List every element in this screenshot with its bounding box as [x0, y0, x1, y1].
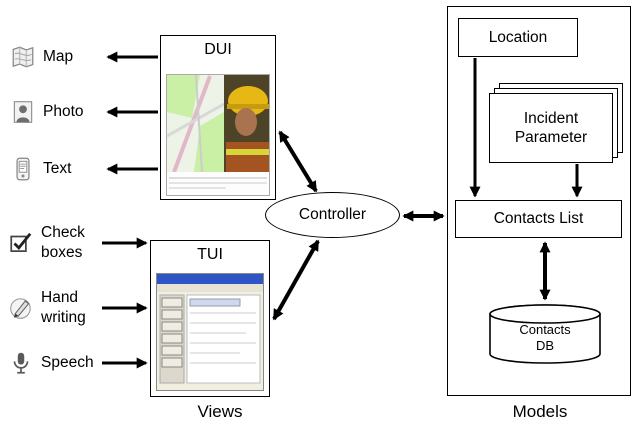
arrow-tui-controller [272, 239, 320, 321]
io-item-label: Speech [41, 353, 94, 371]
location-box: Location [458, 18, 578, 57]
microphone-icon [8, 350, 34, 376]
io-item-map: Map [10, 43, 73, 71]
dui-box: DUI [160, 35, 276, 200]
io-item-speech: Speech [8, 349, 94, 377]
dui-screenshot [166, 74, 270, 196]
location-label: Location [488, 28, 548, 46]
io-item-label: Check boxes [41, 223, 85, 261]
views-caption: Views [197, 402, 243, 421]
models-caption: Models [512, 402, 568, 421]
arrow-dui-controller [278, 130, 318, 193]
io-item-label: Text [43, 159, 72, 177]
io-item-text: Text [10, 155, 71, 183]
photo-icon [10, 99, 36, 125]
map-icon [10, 44, 36, 70]
io-item-label: Photo [43, 102, 84, 120]
handwriting-icon [8, 295, 34, 321]
contacts-db-cylinder: Contacts DB [488, 303, 602, 365]
controller-label: Controller [298, 206, 367, 223]
io-item-label: Hand writing [41, 288, 86, 326]
cylinder-shape [489, 304, 601, 364]
text-icon [10, 156, 36, 182]
contacts-db-label: Contacts DB [519, 322, 571, 353]
incident-parameter-label: Incident Parameter [514, 109, 588, 146]
incident-sheet-front: Incident Parameter [489, 93, 613, 163]
io-item-label: Map [43, 47, 74, 65]
incident-parameter-stack: Incident Parameter [489, 83, 623, 163]
controller-ellipse: Controller [265, 192, 400, 238]
io-item-handwriting: Hand writing [8, 288, 99, 328]
tui-title: TUI [197, 246, 223, 263]
tui-screenshot [156, 273, 264, 391]
tui-box: TUI [150, 240, 270, 397]
contacts-list-box: Contacts List [455, 200, 622, 238]
contacts-list-label: Contacts List [493, 210, 584, 227]
io-item-checkboxes: Check boxes [8, 223, 99, 263]
dui-title: DUI [204, 41, 232, 58]
io-item-photo: Photo [10, 98, 84, 126]
checkbox-icon [8, 230, 34, 256]
